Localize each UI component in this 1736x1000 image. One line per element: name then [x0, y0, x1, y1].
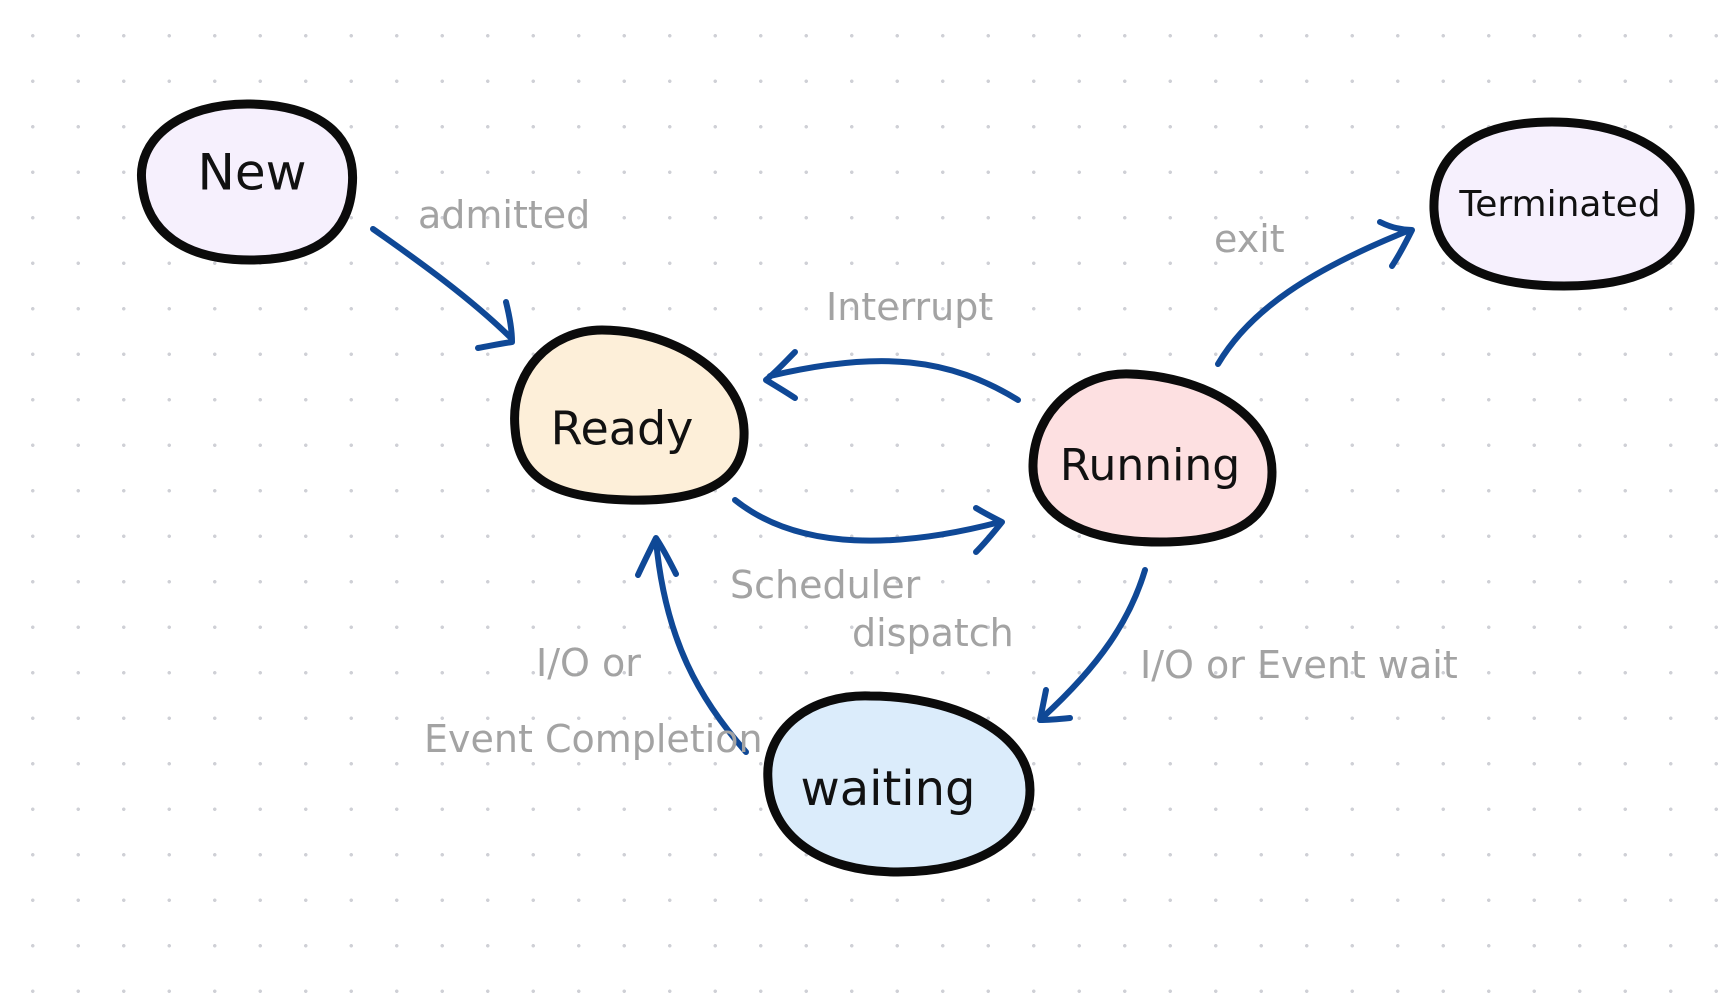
edge-new-to-ready [370, 226, 515, 351]
edge-running-to-waiting [1037, 567, 1148, 723]
node-new: New [136, 99, 358, 265]
edge-line [370, 226, 513, 340]
node-waiting: waiting [763, 691, 1035, 877]
node-terminated-shape [1429, 117, 1695, 291]
arrowhead-icon [1377, 219, 1415, 269]
edge-label-admitted: admitted [418, 193, 590, 237]
edge-label-io-event-wait: I/O or Event wait [1140, 643, 1458, 687]
node-new-shape [136, 99, 358, 265]
edge-label-dispatch: dispatch [852, 611, 1014, 655]
edge-label-interrupt: Interrupt [826, 285, 993, 329]
arrowhead-icon [1037, 687, 1073, 723]
arrowhead-icon [475, 299, 515, 351]
node-new-label: New [197, 144, 306, 202]
edge-label-event-completion: Event Completion [424, 717, 763, 761]
edge-line [653, 537, 749, 755]
node-terminated: Terminated [1429, 117, 1695, 291]
node-ready-label: Ready [551, 402, 694, 456]
edge-waiting-to-ready [635, 535, 749, 755]
edge-running-to-ready [763, 349, 1021, 403]
arrowhead-icon [635, 535, 679, 578]
edge-line [1039, 567, 1148, 721]
edge-running-to-terminated [1215, 219, 1415, 367]
node-running-shape [1028, 369, 1277, 547]
edge-label-io-or: I/O or [536, 641, 641, 685]
node-ready: Ready [510, 325, 749, 505]
edge-line [732, 497, 1003, 544]
node-waiting-label: waiting [800, 761, 975, 817]
arrowhead-icon [763, 349, 798, 401]
edge-line [1215, 227, 1413, 367]
edge-ready-to-running [732, 497, 1005, 555]
node-running-label: Running [1060, 440, 1240, 491]
node-running: Running [1028, 369, 1277, 547]
node-terminated-label: Terminated [1458, 184, 1660, 225]
edge-line [767, 358, 1021, 403]
edge-label-scheduler: Scheduler [730, 563, 921, 607]
edge-label-exit: exit [1214, 217, 1285, 261]
node-ready-shape [510, 325, 749, 505]
arrowhead-icon [973, 505, 1005, 555]
node-waiting-shape [763, 691, 1035, 877]
